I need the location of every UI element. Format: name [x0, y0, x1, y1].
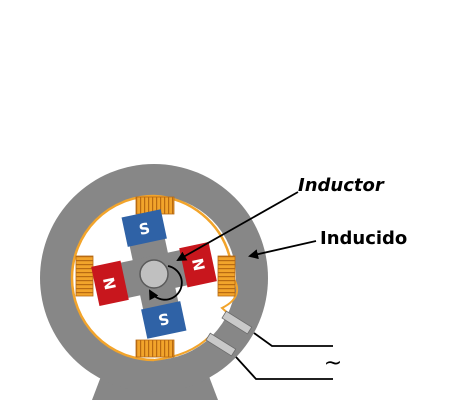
coil-bottom — [135, 339, 175, 358]
rotation-arrow-icon — [149, 265, 183, 301]
pole-bottom-label: S — [156, 309, 170, 329]
inducido-pointer-arrow — [248, 240, 317, 260]
pole-bottom-south — [141, 301, 187, 339]
supply-lead-2 — [235, 356, 333, 380]
terminal-connector-1 — [221, 310, 253, 335]
inducido-label: Inducido — [320, 228, 407, 249]
pole-left-north — [91, 260, 129, 307]
pole-top-label: S — [137, 219, 151, 239]
inductor-label: Inductor — [298, 175, 385, 196]
rotor-shaft — [139, 259, 169, 289]
field-winding-wire — [70, 194, 155, 362]
pole-left-label: N — [100, 275, 120, 291]
terminal-connector-2 — [205, 332, 237, 357]
coil-left — [75, 255, 94, 297]
coil-right — [217, 255, 236, 297]
inductor-pointer-arrow — [176, 191, 299, 261]
pole-right-label: N — [188, 257, 208, 273]
pole-top-south — [121, 209, 167, 247]
ac-supply-symbol: ~ — [324, 351, 342, 376]
supply-lead-1 — [253, 332, 333, 347]
